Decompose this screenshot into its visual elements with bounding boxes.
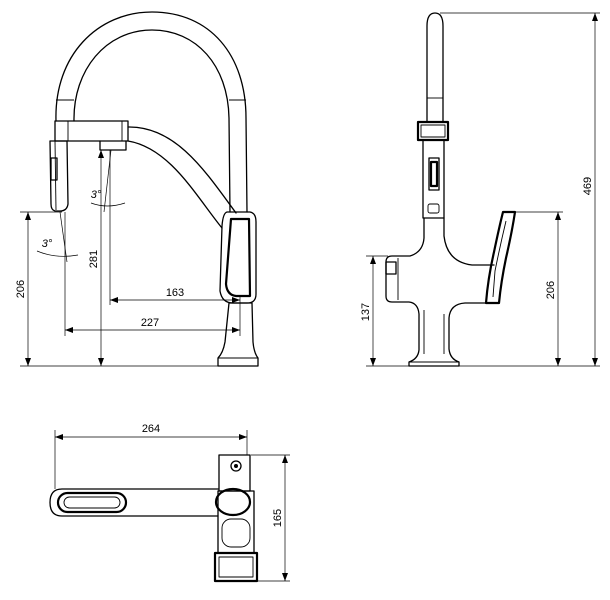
dim-label-lever-height: 206: [545, 281, 557, 299]
side-body-right: [443, 217, 495, 266]
top-spout-arm: [49, 488, 219, 517]
top-spout-base: [218, 454, 251, 492]
dim-label-top-depth: 165: [272, 509, 284, 527]
spray-head-side: [422, 139, 445, 219]
top-lever-inner: [218, 556, 254, 578]
top-spray-head-inner: [63, 496, 121, 509]
spray-button: [50, 157, 58, 181]
spray-head: [49, 140, 69, 212]
top-body: [217, 490, 255, 554]
spray-mode-button: [428, 157, 440, 191]
spray-mode-button-inner: [429, 160, 439, 188]
dim-label-spray-tip-height: 206: [15, 280, 27, 298]
side-lever-edge: [492, 220, 507, 298]
hose-fitting: [99, 140, 127, 151]
spout-arch-outer: [55, 11, 248, 213]
dim-label-outlet-reach: 163: [166, 287, 184, 299]
top-body-inner: [221, 518, 251, 548]
pull-out-hose-upper: [127, 126, 237, 214]
dim-label-total-height: 469: [582, 177, 594, 195]
angle-label-lower: 3°: [42, 238, 53, 250]
dim-label-side-outlet-height: 137: [360, 303, 372, 321]
front-view: 206 281 163 227 3° 3°: [15, 11, 259, 367]
dim-label-spray-reach: 227: [141, 317, 159, 329]
side-outlet-cap: [385, 261, 397, 275]
angle-label-upper: 3°: [91, 189, 102, 201]
pull-out-hose-lower: [127, 140, 223, 229]
spray-head-edge: [54, 140, 57, 211]
spray-nozzle: [427, 203, 440, 214]
angle-line-lower: [59, 211, 68, 263]
angle-line-upper: [103, 149, 112, 213]
spout-collar-inner: [420, 124, 446, 138]
side-body: [385, 217, 489, 367]
side-lever-handle: [484, 210, 517, 305]
spout-arch-inner: [73, 29, 231, 213]
spray-connector: [54, 120, 129, 142]
lever-handle: [224, 217, 252, 298]
top-spout-swivel: [214, 487, 252, 517]
top-view: 264 165: [49, 423, 290, 583]
dim-label-outlet-height: 281: [88, 250, 100, 268]
angle-arc-upper: [90, 202, 126, 207]
top-mounting-hole-center: [234, 464, 238, 468]
side-view: 469 206 137: [360, 12, 600, 367]
top-mounting-hole: [230, 460, 242, 472]
angle-arc-lower: [36, 250, 79, 257]
dim-label-top-length: 264: [142, 423, 160, 435]
spout-tube: [426, 12, 444, 123]
faucet-base: [217, 302, 259, 367]
top-lever-handle: [213, 551, 259, 583]
top-spray-head: [56, 491, 128, 514]
